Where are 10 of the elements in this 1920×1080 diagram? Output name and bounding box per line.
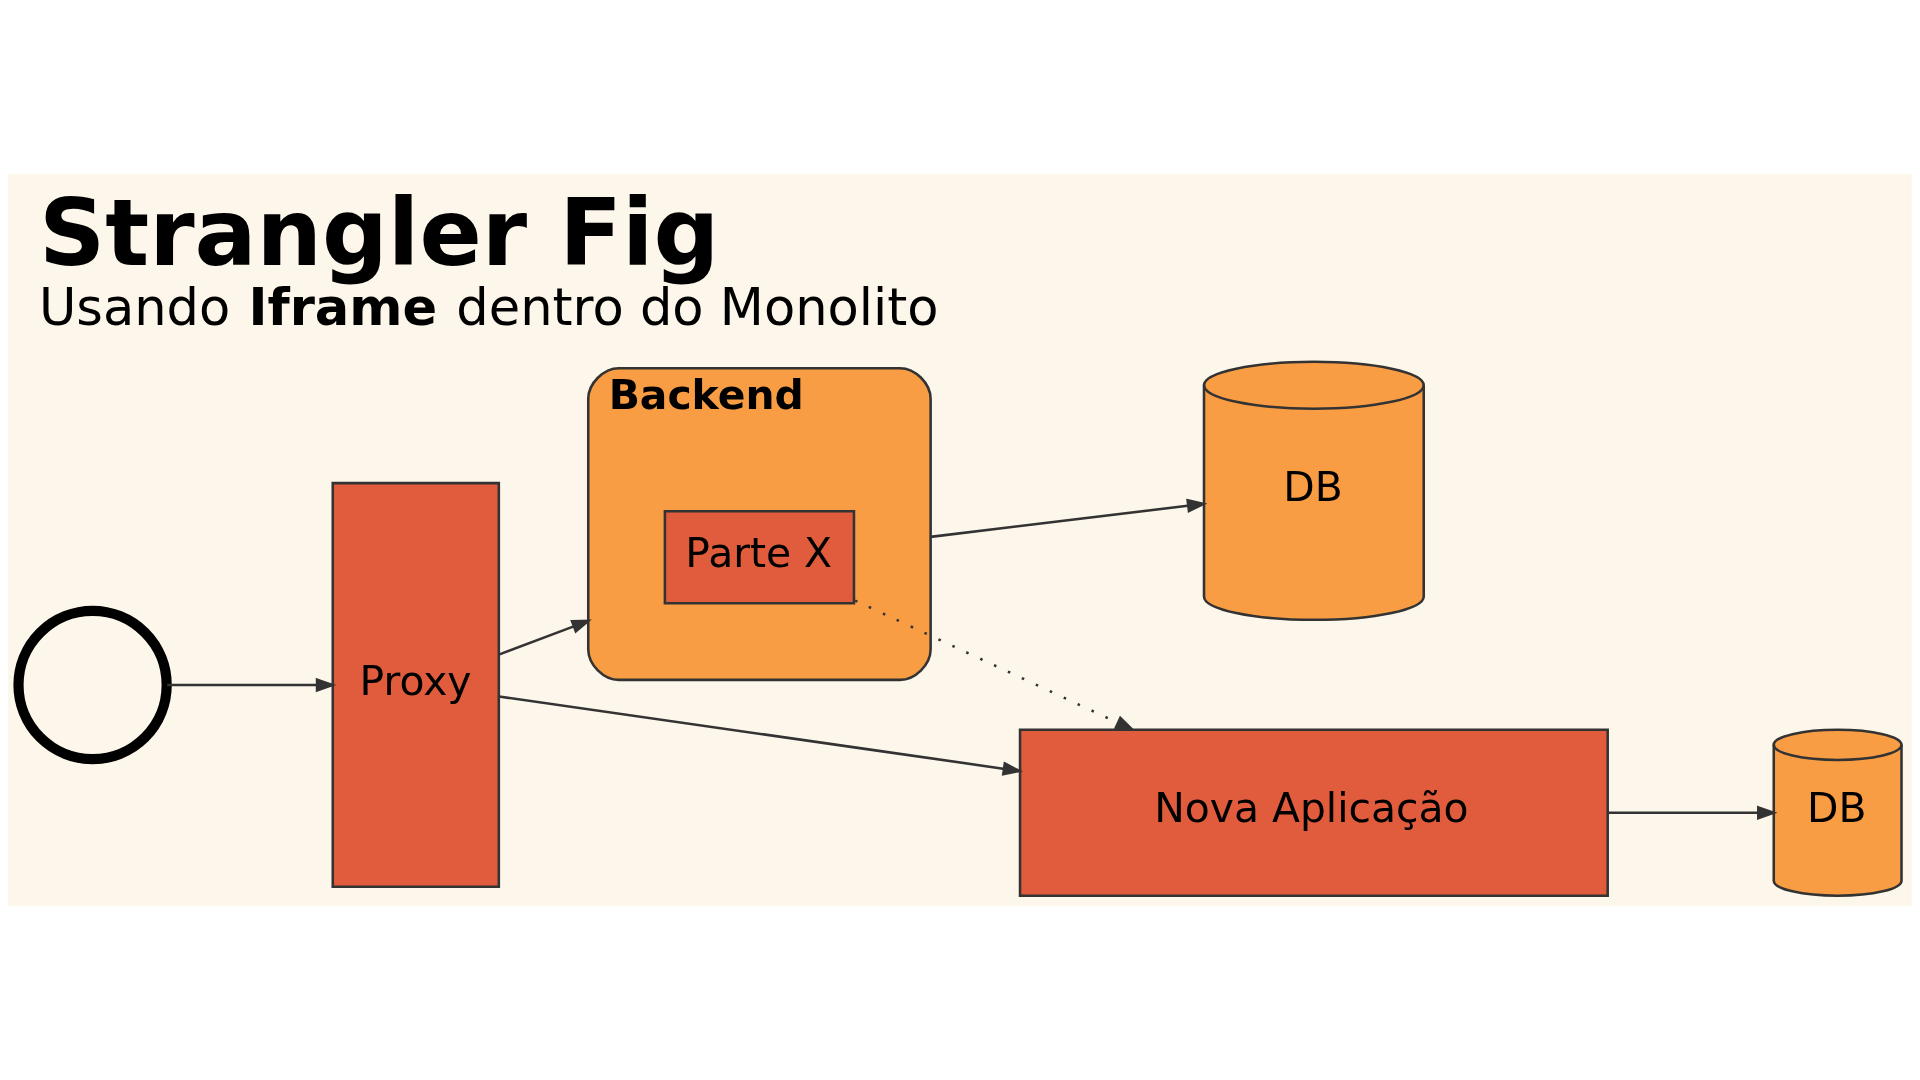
node-box: Parte X <box>663 510 856 605</box>
node-box: Proxy <box>331 481 501 889</box>
arrow <box>498 695 1024 776</box>
arrow <box>854 599 1136 731</box>
arrow <box>167 677 337 693</box>
arrow <box>1608 805 1778 820</box>
arrow <box>930 498 1208 539</box>
node-person <box>13 605 172 765</box>
arrow <box>499 619 592 656</box>
node-box: Nova Aplicação <box>1018 728 1609 898</box>
